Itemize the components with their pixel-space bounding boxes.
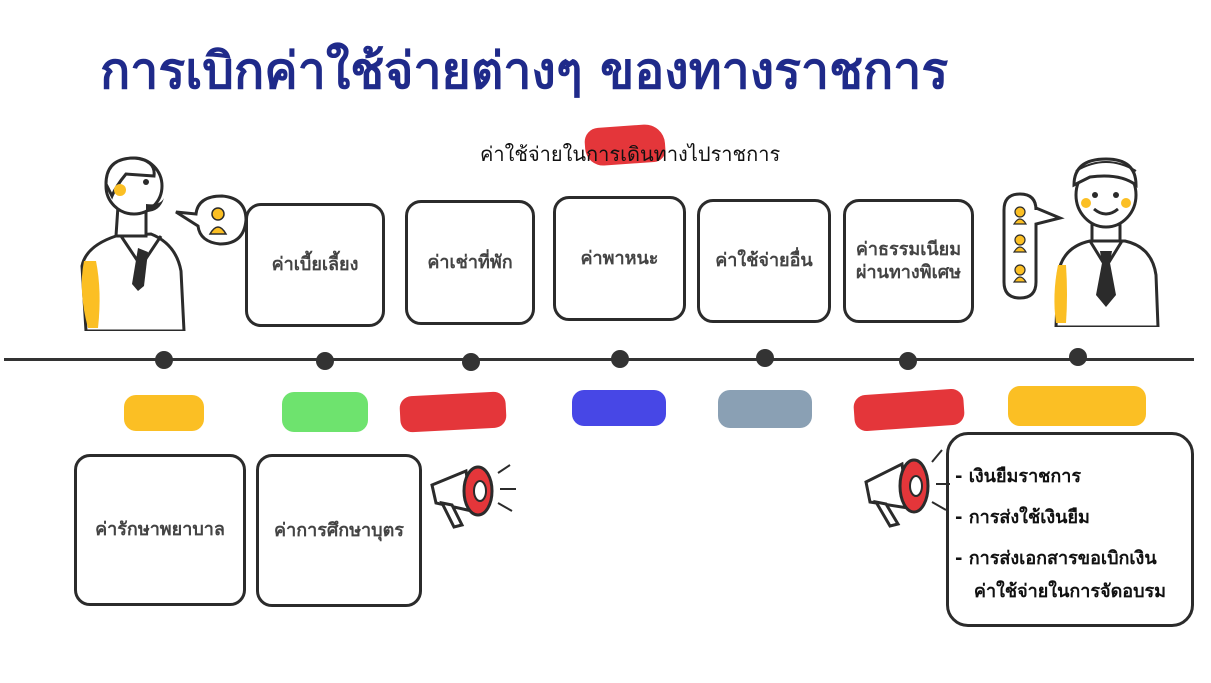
timeline-dot — [756, 349, 774, 367]
expense-box-transport: ค่าพาหนะ — [553, 196, 686, 321]
expense-box-accommodation: ค่าเช่าที่พัก — [405, 200, 535, 325]
color-swatch-red — [852, 388, 966, 432]
color-swatch-yellow — [1008, 386, 1146, 426]
timeline-dot — [155, 351, 173, 369]
presenter-man-icon — [80, 156, 186, 331]
expense-box-toll-fee: ค่าธรรมเนียมผ่านทางพิเศษ — [843, 199, 974, 323]
color-swatch-blue — [572, 390, 666, 426]
bullet-item: ค่าใช้จ่ายในการจัดอบรม — [973, 581, 1167, 602]
bullet-item: - เงินยืมราชการ — [955, 466, 1082, 487]
bullet-item: - การส่งใช้เงินยืม — [955, 507, 1090, 528]
timeline-dot — [899, 352, 917, 370]
speech-bubble-icon — [1002, 192, 1065, 300]
timeline-dot — [1069, 348, 1087, 366]
businessman-icon — [1054, 157, 1160, 327]
timeline — [4, 358, 1194, 361]
megaphone-icon — [864, 449, 950, 528]
timeline-dot — [316, 352, 334, 370]
expense-box-child-education: ค่าการศึกษาบุตร — [256, 454, 422, 607]
color-swatch-green — [282, 392, 368, 432]
bullet-list-box: - เงินยืมราชการ - การส่งใช้เงินยืม - การ… — [946, 432, 1194, 627]
color-swatch-gray — [718, 390, 812, 428]
megaphone-icon — [430, 464, 516, 529]
expense-box-other: ค่าใช้จ่ายอื่น — [697, 199, 831, 323]
timeline-dot — [611, 350, 629, 368]
expense-box-per-diem: ค่าเบี้ยเลี้ยง — [245, 203, 385, 327]
page-title: การเบิกค่าใช้จ่ายต่างๆ ของทางราชการ — [100, 42, 949, 100]
expense-box-medical: ค่ารักษาพยาบาล — [74, 454, 246, 606]
color-swatch-yellow — [124, 395, 204, 431]
subtitle: ค่าใช้จ่ายในการเดินทางไปราชการ — [480, 142, 781, 166]
bullet-item: - การส่งเอกสารขอเบิกเงิน — [955, 548, 1157, 569]
timeline-dot — [462, 353, 480, 371]
color-swatch-red — [399, 391, 507, 433]
speech-bubble-icon — [175, 194, 248, 246]
